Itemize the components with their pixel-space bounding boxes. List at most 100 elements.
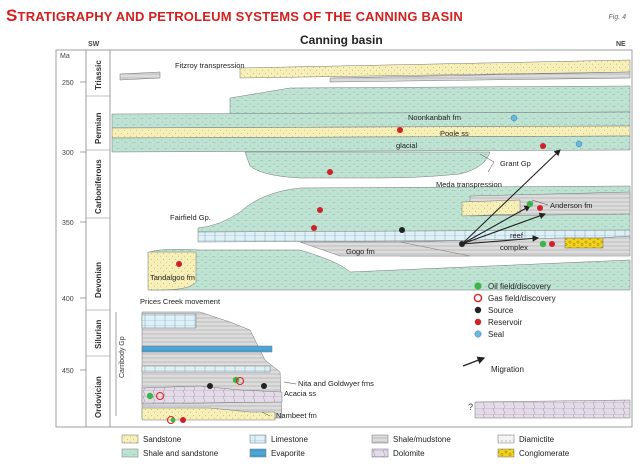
figure-title-initial: S bbox=[6, 6, 18, 25]
ne-ordovician-remnant bbox=[474, 399, 631, 419]
legend-label-gas: Gas field/discovery bbox=[488, 294, 556, 303]
seal-marker bbox=[510, 114, 518, 122]
group-label: Carribody Gp bbox=[119, 336, 126, 378]
period-boundaries bbox=[86, 95, 110, 357]
legend-label-migration: Migration bbox=[491, 365, 524, 374]
poole-label: Poole ss bbox=[440, 129, 469, 138]
permian-upper-unit bbox=[229, 85, 631, 115]
sandstone-swatch bbox=[121, 434, 139, 444]
nambeet-label: Nambeet fm bbox=[276, 411, 317, 420]
symbol-legend: Oil field/discovery Gas field/discovery … bbox=[462, 282, 556, 374]
gas-field-marker bbox=[155, 391, 165, 401]
migration-legend-icon bbox=[462, 356, 486, 367]
source-legend-icon bbox=[474, 306, 482, 314]
period-label-carboniferous: Carboniferous bbox=[94, 159, 103, 214]
permian-noonkanbah-unit bbox=[111, 111, 631, 129]
diagram-title: Canning basin bbox=[300, 33, 383, 47]
triassic-band-sw bbox=[119, 71, 161, 81]
figure-title-rest: TRATIGRAPHY AND PETROLEUM SYSTEMS OF THE… bbox=[17, 9, 463, 24]
anderson-sand-block bbox=[461, 199, 521, 217]
reservoir-marker bbox=[176, 261, 182, 267]
legend-conglomerate-label: Conglomerate bbox=[519, 449, 570, 458]
shale-swatch bbox=[371, 434, 389, 444]
fairfield-label: Fairfield Gp. bbox=[170, 213, 211, 222]
source-marker bbox=[459, 241, 465, 247]
gas-field-marker bbox=[235, 376, 245, 386]
source-marker bbox=[261, 383, 267, 389]
ma-label: Ma bbox=[60, 53, 70, 60]
figure-number: Fig. 4 bbox=[608, 14, 626, 21]
silurian-limestone-unit bbox=[141, 313, 197, 329]
age-tick-label: 300 bbox=[62, 150, 74, 157]
age-tick-label: 400 bbox=[62, 296, 74, 303]
leader-lines bbox=[261, 153, 549, 417]
grant-group-lens bbox=[244, 151, 491, 179]
ordovician-dolomite-band bbox=[141, 385, 283, 405]
gogo-fm-wedge bbox=[299, 241, 471, 257]
petroleum-symbols bbox=[146, 114, 583, 425]
period-label-triassic: Triassic bbox=[94, 60, 103, 90]
legend-evaporite-label: Evaporite bbox=[271, 449, 305, 458]
reef-label: reef bbox=[510, 231, 524, 240]
reservoir-marker bbox=[549, 241, 555, 247]
legend-label-reservoir: Reservoir bbox=[488, 318, 523, 327]
grant-label: Grant Gp bbox=[500, 159, 531, 168]
gogo-label: Gogo fm bbox=[346, 247, 375, 256]
legend-shale-sandstone-label: Shale and sandstone bbox=[143, 449, 219, 458]
migration-arrow bbox=[461, 212, 547, 245]
conglomerate-block bbox=[564, 237, 604, 249]
anderson-label: Anderson fm bbox=[550, 201, 593, 210]
ordovician-limestone-band bbox=[141, 365, 271, 373]
unknown-marker: ? bbox=[468, 402, 473, 412]
reservoir-marker bbox=[397, 127, 403, 133]
oil-field-marker bbox=[170, 417, 176, 423]
evaporite-swatch bbox=[249, 448, 267, 458]
legend-label-seal: Seal bbox=[488, 330, 504, 339]
age-axis: 250 300 350 400 450 bbox=[62, 80, 86, 375]
age-tick-label: 250 bbox=[62, 80, 74, 87]
source-marker bbox=[399, 227, 405, 233]
evaporite-band bbox=[141, 345, 273, 353]
limestone-swatch bbox=[249, 434, 267, 444]
reservoir-marker bbox=[327, 169, 333, 175]
tandalgoo-fm-unit bbox=[147, 251, 197, 291]
lithology-legend: Sandstone Limestone Shale/mudstone Diami… bbox=[121, 434, 570, 458]
reservoir-marker bbox=[540, 143, 546, 149]
migration-arrows bbox=[461, 149, 561, 245]
period-label-ordovician: Ordovician bbox=[94, 376, 103, 418]
figure-title: STRATIGRAPHY AND PETROLEUM SYSTEMS OF TH… bbox=[6, 6, 463, 26]
oil-field-marker bbox=[526, 200, 534, 208]
permian-lower-unit bbox=[111, 135, 631, 153]
legend-label-oil: Oil field/discovery bbox=[488, 282, 551, 291]
age-tick-label: 350 bbox=[62, 220, 74, 227]
annotation-labels: Fitzroy transpression Noonkanbah fm Pool… bbox=[140, 61, 593, 420]
reservoir-legend-icon bbox=[474, 318, 482, 326]
complex-label: complex bbox=[500, 243, 528, 252]
legend-limestone-label: Limestone bbox=[271, 435, 308, 444]
seal-marker bbox=[575, 140, 583, 148]
fitzroy-label: Fitzroy transpression bbox=[175, 61, 245, 70]
period-label-silurian: Silurian bbox=[94, 320, 103, 349]
tandalgoo-label: Tandalgoo fm bbox=[150, 273, 195, 282]
period-label-devonian: Devonian bbox=[94, 262, 103, 298]
age-tick-label: 450 bbox=[62, 368, 74, 375]
acacia-label: Acacia ss bbox=[284, 389, 316, 398]
source-marker bbox=[207, 383, 213, 389]
diamictite-swatch bbox=[497, 434, 515, 444]
legend-label-source: Source bbox=[488, 306, 514, 315]
reservoir-marker bbox=[537, 205, 543, 211]
shale-sandstone-swatch bbox=[121, 448, 139, 458]
legend-diamictite-label: Diamictite bbox=[519, 435, 555, 444]
migration-arrow bbox=[461, 235, 540, 245]
migration-arrow bbox=[461, 205, 531, 245]
noonkanbah-label: Noonkanbah fm bbox=[408, 113, 461, 122]
prices-creek-label: Prices Creek movement bbox=[140, 297, 221, 306]
period-label-permian: Permian bbox=[94, 112, 103, 144]
migration-arrow bbox=[461, 149, 561, 245]
legend-sandstone-label: Sandstone bbox=[143, 435, 182, 444]
reservoir-marker bbox=[311, 225, 317, 231]
sw-label: SW bbox=[88, 41, 100, 48]
legend-dolomite-label: Dolomite bbox=[393, 449, 425, 458]
glacial-label: glacial bbox=[396, 141, 418, 150]
